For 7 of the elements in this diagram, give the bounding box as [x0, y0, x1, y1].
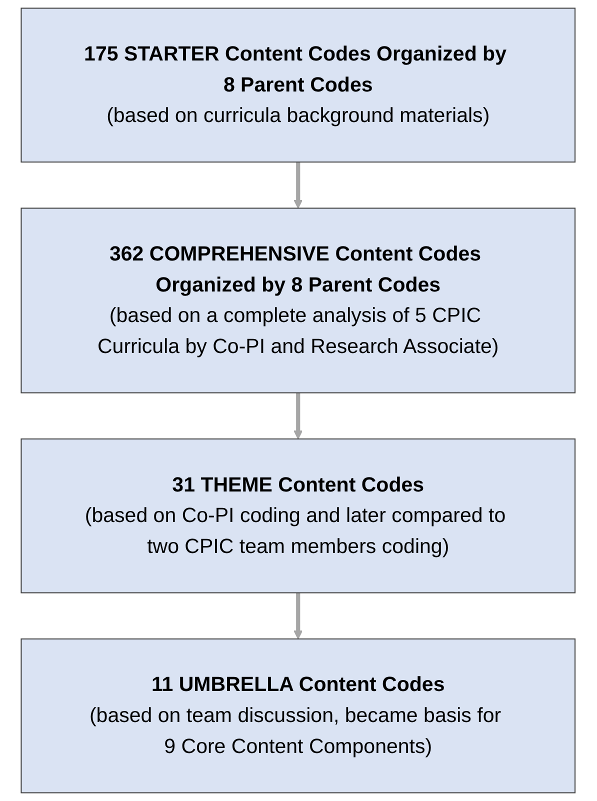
- arrow: [294, 392, 303, 440]
- node-box: 11 UMBRELLA Content Codes (based on team discussion, became basis for 9 Core Content Components): [21, 638, 576, 794]
- node-box: 31 THEME Content Codes (based on Co-PI coding and later compared to two CPIC team members coding): [21, 438, 576, 594]
- node-box: 175 STARTER Content Codes Organized by 8 Parent Codes (based on curricula background materials): [21, 8, 576, 163]
- arrow: [294, 162, 303, 209]
- node-box: 362 COMPREHENSIVE Content Codes Organized by 8 Parent Codes (based on a complete analysis of 5 CPIC Curricula by Co-PI and Research Associate): [21, 208, 576, 394]
- arrow: [294, 592, 303, 640]
